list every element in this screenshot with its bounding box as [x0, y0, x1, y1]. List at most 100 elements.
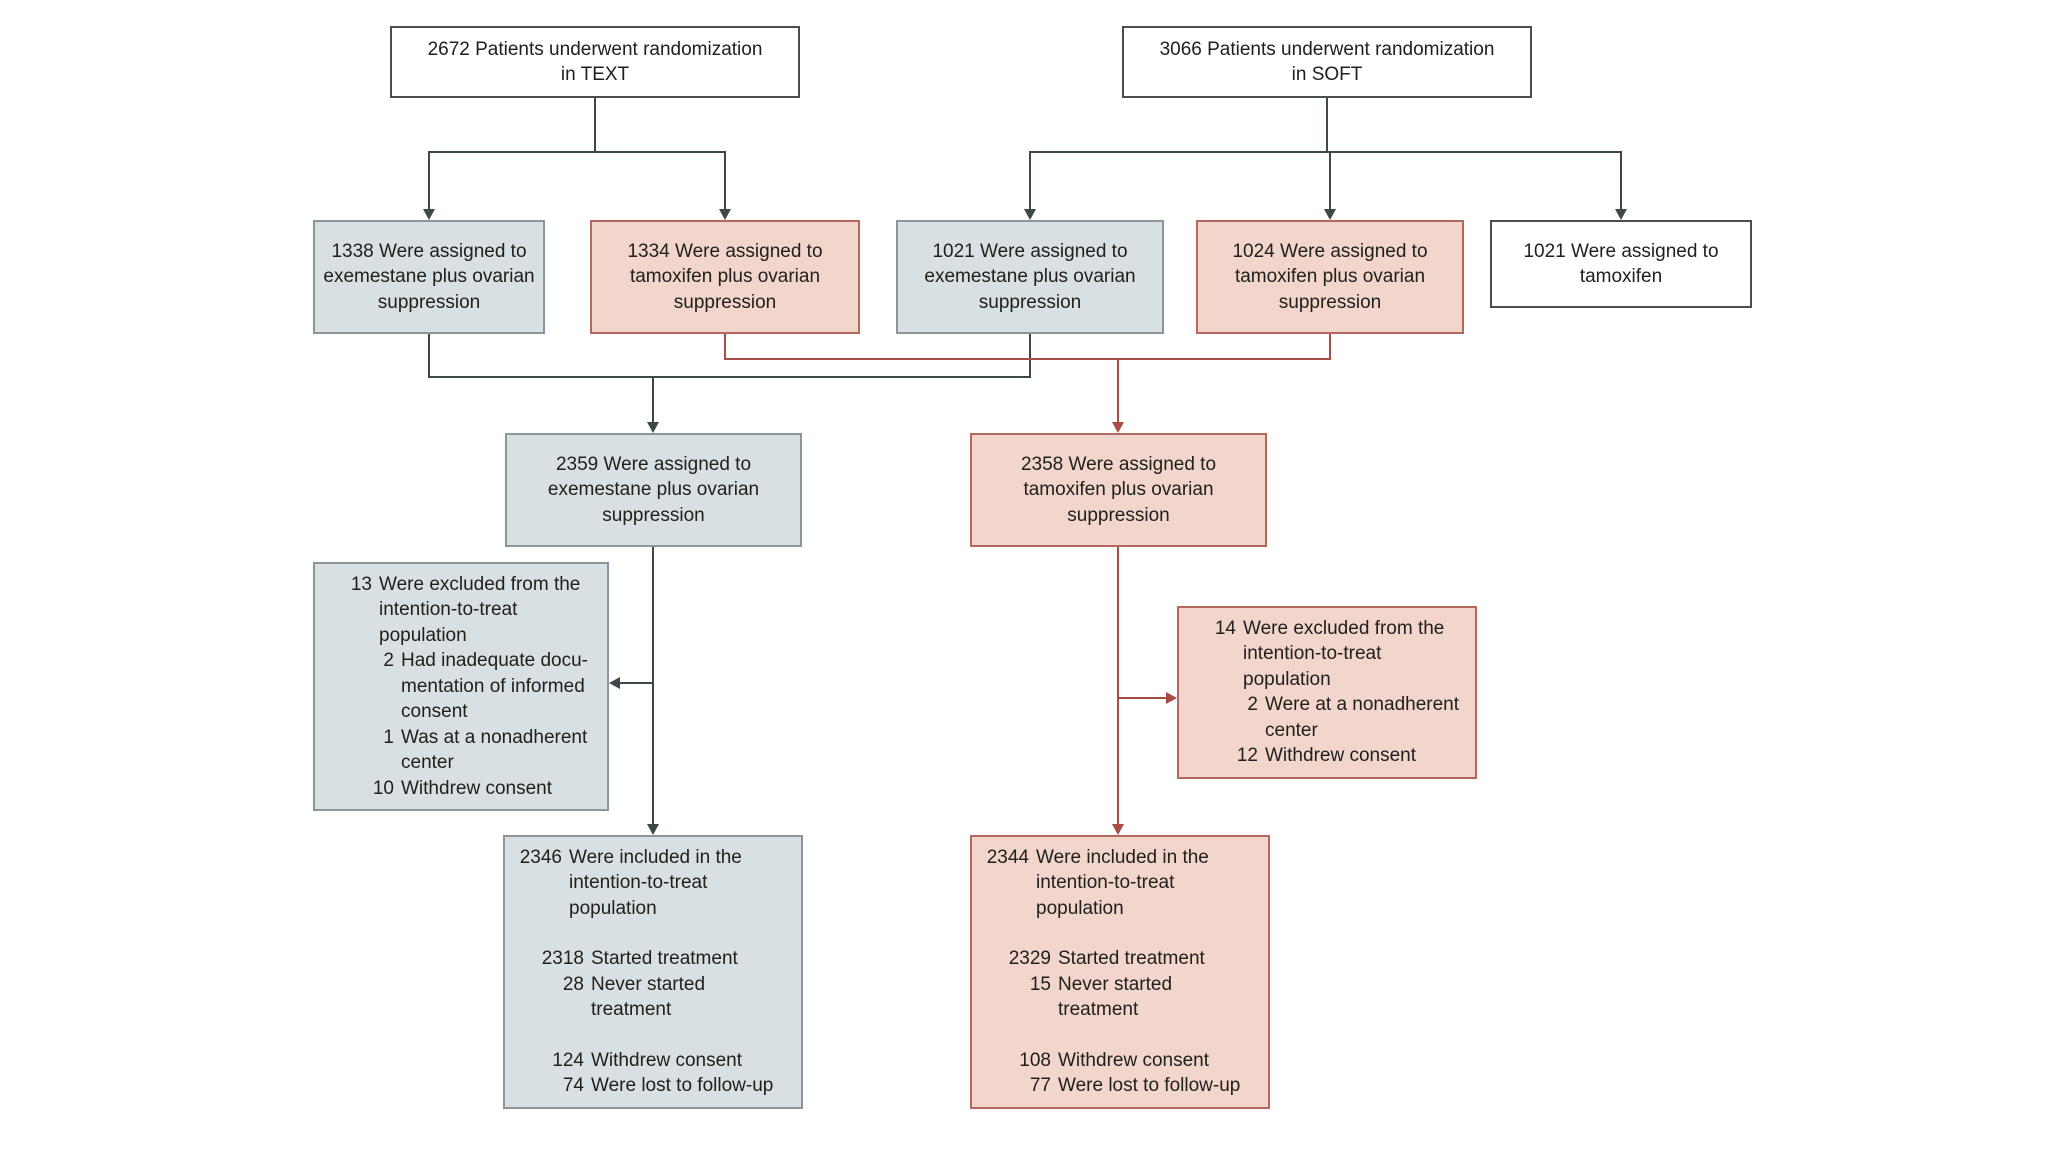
arrowhead-pooled-exemestane: [647, 422, 659, 433]
arrowhead-soft-arm1: [1024, 209, 1036, 220]
itt-tamoxifen-item: 2329 Started treatment: [981, 946, 1259, 971]
line-branch-excluded-tamoxifen: [1119, 697, 1166, 699]
excluded-tamoxifen-item: 14 Were excluded from the intention-to-t…: [1188, 616, 1466, 692]
box-text-exemestane-os-label: 1338 Were assigned to exemestane plus ov…: [323, 240, 535, 313]
excluded-tamoxifen-item: 12 Withdrew consent: [1188, 743, 1466, 768]
box-text-tamoxifen-os-label: 1334 Were assigned to tamoxifen plus ova…: [627, 240, 823, 313]
arrowhead-text-arm1: [423, 209, 435, 220]
item-count: 15: [1029, 973, 1051, 995]
item-text: Started treatment: [591, 948, 738, 970]
line-merge-exemestane-horizontal: [428, 376, 1031, 378]
excluded-exemestane-item: 1 Was at a nonadherent center: [324, 725, 598, 776]
arrowhead-pooled-tamoxifen: [1112, 422, 1124, 433]
line-text-arm2: [724, 151, 726, 209]
line-soft-split: [1029, 151, 1622, 153]
item-count: 14: [1214, 618, 1236, 639]
excluded-exemestane-item: 13 Were excluded from the intention-to-t…: [324, 572, 598, 648]
itt-tamoxifen-treatment-group: 2329 Started treatment 15 Never started …: [981, 946, 1259, 1022]
itt-tamoxifen-followup-group: 108 Withdrew consent 77 Were lost to fol…: [981, 1048, 1259, 1099]
line-merge-exemestane-left: [428, 334, 430, 378]
item-count: 74: [562, 1075, 584, 1097]
item-count: 2344: [986, 847, 1029, 868]
box-itt-tamoxifen: 2344 Were included in the intention-to-t…: [970, 835, 1270, 1109]
item-text: Withdrew consent: [1058, 1049, 1210, 1071]
item-count: 108: [1019, 1049, 1051, 1071]
box-pooled-tamoxifen-os-label: 2358 Were assigned to tamoxifen plus ova…: [1020, 453, 1217, 526]
item-count: 2318: [541, 948, 584, 970]
box-soft-tamoxifen-alone: 1021 Were assigned to tamoxifen: [1490, 220, 1752, 308]
item-text: Were at a nonadherent center: [1265, 694, 1460, 741]
box-soft-randomized: 3066 Patients underwent randomization in…: [1122, 26, 1532, 98]
box-soft-randomized-label: 3066 Patients underwent randomization in…: [1159, 38, 1495, 85]
item-count: 2: [1247, 694, 1258, 716]
box-excluded-exemestane: 13 Were excluded from the intention-to-t…: [313, 562, 609, 812]
item-text: Were excluded from the intention-to-trea…: [379, 574, 581, 646]
box-text-exemestane-os: 1338 Were assigned to exemestane plus ov…: [313, 220, 545, 334]
arrowhead-itt-tamoxifen: [1112, 824, 1124, 835]
item-text: Never started treatment: [1058, 973, 1173, 1021]
line-merge-tamoxifen-drop: [1117, 358, 1119, 422]
line-text-arm1: [428, 151, 430, 209]
line-trunk-exemestane: [652, 547, 654, 824]
line-soft-arm3: [1620, 151, 1622, 209]
item-count: 12: [1236, 745, 1258, 767]
excluded-exemestane-item: 2 Had inadequate docu- mentation of info…: [324, 648, 598, 724]
box-soft-exemestane-os: 1021 Were assigned to exemestane plus ov…: [896, 220, 1164, 334]
itt-exemestane-item: 2318 Started treatment: [514, 946, 792, 971]
box-text-randomized-label: 2672 Patients underwent randomization in…: [427, 38, 763, 85]
item-text: Started treatment: [1058, 948, 1205, 970]
item-count: 10: [372, 777, 394, 799]
item-text: Had inadequate docu- mentation of inform…: [401, 650, 588, 723]
item-text: Were excluded from the intention-to-trea…: [1243, 618, 1445, 690]
line-trunk-tamoxifen: [1117, 547, 1119, 824]
excluded-tamoxifen-item: 2 Were at a nonadherent center: [1188, 692, 1466, 743]
item-count: 28: [562, 973, 584, 995]
itt-exemestane-treatment-group: 2318 Started treatment 28 Never started …: [514, 946, 792, 1022]
line-text-stem: [594, 98, 596, 152]
line-soft-arm1: [1029, 151, 1031, 209]
arrowhead-soft-arm3: [1615, 209, 1627, 220]
itt-exemestane-included: 2346 Were included in the intention-to-t…: [514, 845, 792, 921]
line-soft-stem: [1326, 98, 1328, 152]
item-count: 77: [1029, 1075, 1051, 1097]
box-itt-exemestane: 2346 Were included in the intention-to-t…: [503, 835, 803, 1109]
box-excluded-tamoxifen: 14 Were excluded from the intention-to-t…: [1177, 606, 1477, 779]
line-merge-tamoxifen-right: [1329, 334, 1331, 360]
itt-tamoxifen-included: 2344 Were included in the intention-to-t…: [981, 845, 1259, 921]
line-merge-exemestane-drop: [652, 376, 654, 422]
item-text: Were included in the intention-to-treat …: [569, 847, 742, 919]
item-text: Were included in the intention-to-treat …: [1036, 847, 1209, 919]
line-merge-tamoxifen-left: [724, 334, 726, 360]
item-text: Were lost to follow-up: [591, 1075, 774, 1097]
item-count: 2329: [1008, 948, 1051, 970]
box-text-tamoxifen-os: 1334 Were assigned to tamoxifen plus ova…: [590, 220, 860, 334]
arrowhead-soft-arm2: [1324, 209, 1336, 220]
box-soft-tamoxifen-os: 1024 Were assigned to tamoxifen plus ova…: [1196, 220, 1464, 334]
item-text: Withdrew consent: [591, 1049, 743, 1071]
line-branch-excluded-exemestane: [620, 682, 652, 684]
item-count: 1: [383, 726, 394, 748]
item-count: 124: [552, 1049, 584, 1071]
item-text: Were lost to follow-up: [1058, 1075, 1241, 1097]
itt-tamoxifen-item: 77 Were lost to follow-up: [981, 1073, 1259, 1098]
itt-exemestane-item: 28 Never started treatment: [514, 972, 792, 1023]
arrowhead-itt-exemestane: [647, 824, 659, 835]
item-text: Never started treatment: [591, 973, 706, 1021]
item-text: Withdrew consent: [1265, 745, 1417, 767]
arrowhead-text-arm2: [719, 209, 731, 220]
box-soft-tamoxifen-os-label: 1024 Were assigned to tamoxifen plus ova…: [1232, 240, 1428, 313]
itt-tamoxifen-item: 108 Withdrew consent: [981, 1048, 1259, 1073]
line-soft-arm2: [1329, 151, 1331, 209]
item-text: Was at a nonadherent center: [401, 726, 588, 774]
line-merge-exemestane-right: [1029, 334, 1031, 378]
line-merge-tamoxifen-horizontal: [724, 358, 1331, 360]
box-pooled-tamoxifen-os: 2358 Were assigned to tamoxifen plus ova…: [970, 433, 1267, 547]
box-soft-exemestane-os-label: 1021 Were assigned to exemestane plus ov…: [924, 240, 1136, 313]
item-text: Withdrew consent: [401, 777, 553, 799]
arrowhead-excluded-exemestane: [609, 677, 620, 689]
itt-tamoxifen-item: 15 Never started treatment: [981, 972, 1259, 1023]
itt-exemestane-item: 124 Withdrew consent: [514, 1048, 792, 1073]
box-text-randomized: 2672 Patients underwent randomization in…: [390, 26, 800, 98]
item-count: 2346: [519, 847, 562, 868]
